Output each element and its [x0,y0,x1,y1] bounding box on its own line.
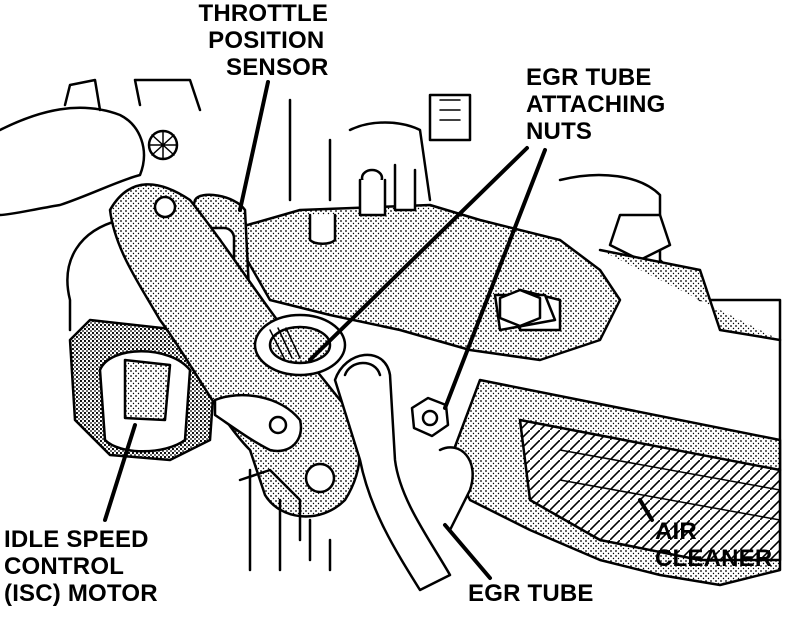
leader-throttle-position-sensor [238,80,270,212]
leader-egr-nuts-1 [308,146,529,362]
label-air-cleaner: AIR CLEANER [655,518,772,572]
label-line: THROTTLE [198,0,329,27]
label-egr-tube-attaching-nuts: EGR TUBE ATTACHING NUTS [526,64,666,145]
leader-air-cleaner [638,498,654,522]
label-line: NUTS [526,118,593,145]
label-throttle-position-sensor: THROTTLE POSITION SENSOR [198,0,329,81]
leader-isc-motor [103,423,137,522]
label-line: (ISC) MOTOR [4,580,158,607]
egr-nut-lower [410,396,450,438]
label-line: CLEANER [655,545,773,572]
egr-nut-upper [498,288,542,328]
label-line: ATTACHING [526,91,666,118]
leader-egr-nuts-2 [443,148,547,410]
label-line: AIR [655,518,697,545]
leader-egr-tube [443,523,492,580]
label-line: SENSOR [226,54,329,81]
label-line: EGR TUBE [468,580,594,607]
label-idle-speed-control-motor: IDLE SPEED CONTROL (ISC) MOTOR [4,526,158,607]
hand-outline [0,106,146,217]
label-line: CONTROL [4,553,125,580]
label-line: EGR TUBE [526,64,652,91]
label-line: POSITION [208,27,325,54]
egr-tube [333,353,452,592]
label-egr-tube: EGR TUBE [468,580,594,607]
label-line: IDLE SPEED [4,526,149,553]
